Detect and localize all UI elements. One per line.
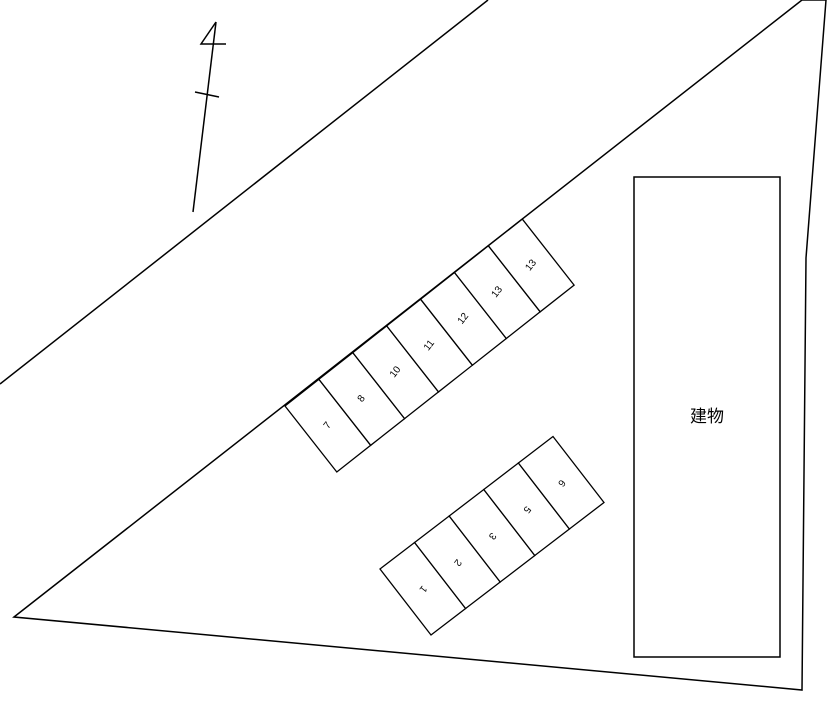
building: 建物	[633, 176, 781, 658]
parking-row-2: 1 2 3 5 6	[379, 435, 605, 636]
road-edge-line	[0, 0, 489, 385]
parking-stall-number: 2	[451, 557, 463, 569]
parking-stall	[517, 435, 605, 530]
parking-stall-number: 5	[520, 504, 532, 516]
north-arrow-icon	[192, 21, 226, 213]
building-outline	[633, 176, 781, 658]
parking-stall	[487, 218, 576, 313]
building-label: 建物	[690, 407, 724, 426]
parking-stall-number: 6	[555, 477, 567, 489]
parking-stall-number: 1	[416, 583, 428, 595]
parking-stall-number: 3	[486, 530, 498, 542]
lot-boundary	[12, 0, 827, 691]
parking-stall-number: 7	[322, 420, 334, 432]
parking-stall-number: 8	[356, 393, 368, 405]
